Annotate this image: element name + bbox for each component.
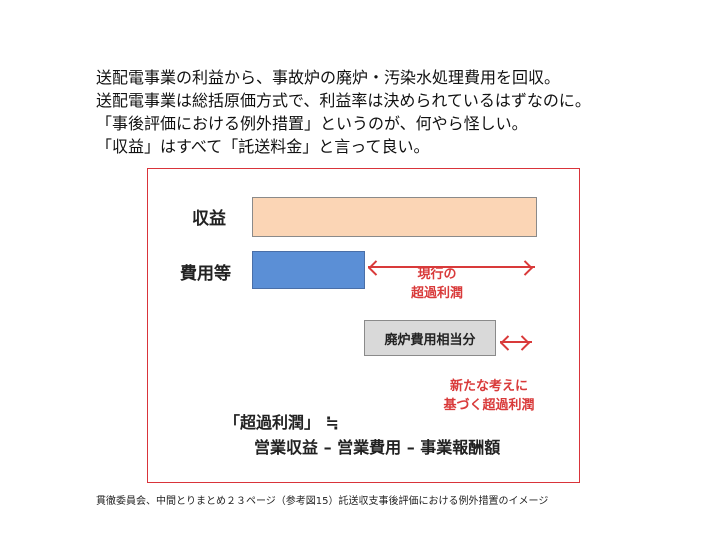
intro-line-1: 送配電事業の利益から、事故炉の廃炉・汚染水処理費用を回収。 — [96, 68, 561, 87]
decommission-arrow — [500, 341, 532, 343]
formula-expression: 営業収益 – 営業費用 – 事業報酬額 — [254, 438, 501, 457]
decommission-cost-box: 廃炉費用相当分 — [364, 320, 496, 356]
formula-heading: 「超過利潤」 ≒ — [224, 413, 339, 432]
new-excess-text: 新たな考えに 基づく超過利潤 — [424, 377, 554, 415]
intro-line-3: 「事後評価における例外措置」というのが、何やら怪しい。 — [96, 114, 528, 133]
figure-caption: 貫徹委員会、中間とりまとめ２３ページ（参考図15）託送収支事後評価における例外措… — [96, 496, 549, 507]
revenue-bar — [252, 197, 537, 237]
cost-label: 費用等 — [180, 264, 231, 284]
excess-profit-figure: 収益 費用等 現行の 超過利潤 廃炉費用相当分 新たな考えに 基づく超過利潤 「… — [147, 168, 580, 483]
cost-bar — [252, 251, 365, 289]
current-excess-text: 現行の 超過利潤 — [392, 265, 482, 303]
revenue-label: 収益 — [192, 209, 226, 229]
intro-line-4: 「収益」はすべて「託送料金」と言って良い。 — [96, 137, 430, 156]
intro-text: 送配電事業の利益から、事故炉の廃炉・汚染水処理費用を回収。 送配電事業は総括原価… — [96, 66, 706, 158]
current-excess-line-2: 超過利潤 — [410, 286, 463, 301]
current-excess-arrow — [368, 266, 535, 268]
new-excess-line-1: 新たな考えに — [449, 379, 528, 394]
current-excess-line-1: 現行の — [417, 267, 457, 282]
intro-line-2: 送配電事業は総括原価方式で、利益率は決められているはずなのに。 — [96, 91, 591, 110]
new-excess-line-2: 基づく超過利潤 — [443, 398, 535, 413]
